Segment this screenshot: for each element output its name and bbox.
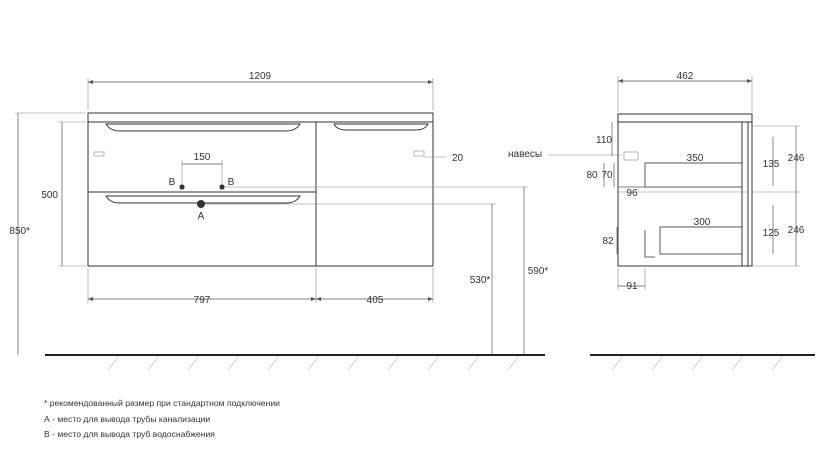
dim-300-label: 300	[694, 217, 711, 228]
dim-350: 350	[645, 153, 742, 164]
dim-80-70: 80 70	[586, 163, 615, 187]
dim-350-label: 350	[687, 153, 704, 164]
dim-91: 91	[617, 268, 646, 292]
dim-bottom-widths: 797 405	[87, 268, 434, 306]
dim-total-width: 1209	[87, 71, 434, 110]
dim-depth: 462	[617, 71, 753, 112]
note-recommended: * рекомендованный размер при стандартном…	[44, 398, 280, 408]
dim-height-590: 590*	[523, 187, 549, 355]
dim-91-label: 91	[626, 281, 638, 292]
handle-top-left	[105, 123, 301, 132]
notes-block: * рекомендованный размер при стандартном…	[44, 396, 280, 443]
dim-246-top-label: 246	[788, 153, 805, 164]
dim-246-bottom-label: 246	[788, 225, 805, 236]
left-width-label: 797	[194, 295, 211, 306]
hinge-mark-side	[623, 151, 639, 161]
side-gap-label: 20	[452, 153, 464, 164]
lower-drawer-box	[659, 226, 743, 255]
handle-bottom-left	[105, 195, 301, 204]
dim-body-height: 500	[41, 121, 86, 267]
dim-80-label: 80	[586, 170, 598, 181]
depth-label: 462	[677, 71, 694, 82]
dim-70-label: 70	[601, 170, 613, 181]
pipe-spacing-label: 150	[194, 152, 211, 163]
dim-82: 82	[602, 227, 618, 254]
note-point-b: В - место для вывода труб водоснабжения	[44, 429, 215, 439]
hinges-label: навесы	[508, 149, 542, 160]
dim-300: 300	[660, 217, 742, 228]
dim-96: 96	[618, 186, 645, 199]
handle-top-right	[333, 123, 429, 131]
hinge-mark-left	[93, 151, 105, 157]
dim-total-height: 850*	[9, 112, 86, 355]
body-height-label: 500	[41, 190, 58, 201]
total-height-label: 850*	[9, 226, 30, 237]
height-530-label: 530*	[470, 275, 491, 286]
siphon-path	[644, 230, 655, 258]
point-b-left-marker	[179, 184, 185, 190]
point-a-marker	[197, 200, 205, 208]
floor-front	[45, 354, 545, 371]
dim-pipe-spacing: 150	[181, 152, 223, 184]
dim-135-label: 135	[763, 159, 780, 170]
point-b-right-marker	[219, 184, 225, 190]
point-a-label: A	[198, 211, 205, 222]
upper-drawer-box	[644, 162, 743, 188]
note-point-a: А - место для вывода трубы канализации	[44, 413, 211, 424]
dim-height-530: 530*	[470, 204, 493, 355]
dim-82-label: 82	[602, 236, 614, 247]
side-body	[617, 121, 753, 267]
width-total-label: 1209	[249, 71, 272, 82]
dim-110: 110	[596, 122, 612, 156]
cabinet-body	[87, 121, 434, 267]
floor-side	[590, 354, 815, 371]
countertop	[87, 112, 434, 123]
hinge-mark-right	[413, 150, 425, 157]
dim-125-label: 125	[763, 228, 780, 239]
dim-96-label: 96	[626, 188, 638, 199]
dim-110-label: 110	[596, 135, 612, 146]
height-590-label: 590*	[528, 266, 549, 277]
point-b-left-label: B	[169, 177, 176, 188]
right-width-label: 405	[367, 295, 384, 306]
point-b-right-label: B	[228, 177, 235, 188]
side-countertop	[617, 113, 753, 123]
dim-right-stack: 246 135 246 125	[752, 125, 805, 267]
